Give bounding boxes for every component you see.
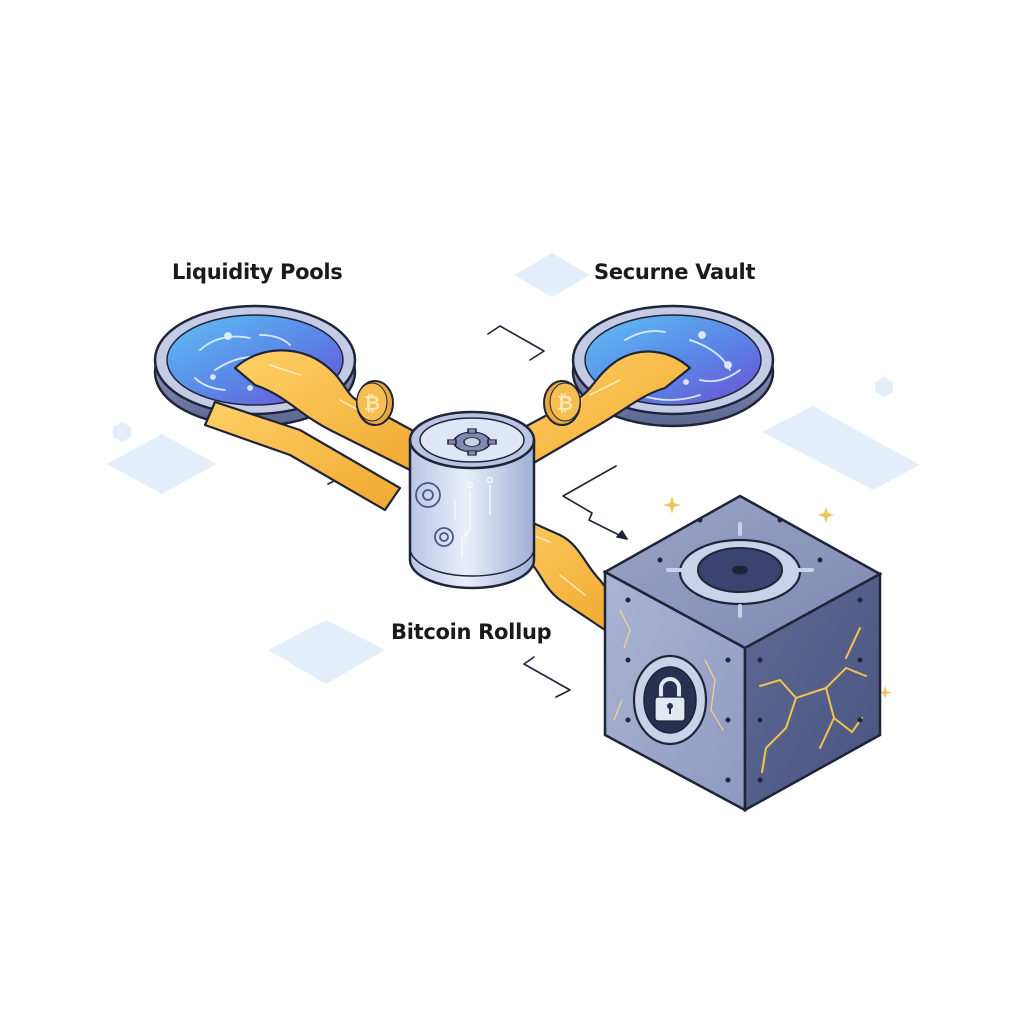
decor-hexagon	[113, 422, 131, 442]
arrow-to-vault	[562, 465, 628, 540]
gear-icon	[447, 428, 497, 456]
stream-left-feed	[203, 400, 402, 512]
gear-icon	[415, 482, 454, 547]
sparkle-icons	[663, 496, 892, 699]
label-liquidity-pools: Liquidity Pools	[172, 260, 343, 284]
decor-diamond	[268, 620, 385, 684]
padlock-icon	[632, 654, 708, 746]
gold-cracks	[759, 627, 867, 773]
bitcoin-icon: ₿	[557, 391, 573, 415]
connector-line	[487, 325, 545, 361]
stream-right-pool-to-rollup	[506, 350, 692, 470]
bitcoin-coin-left: ₿	[356, 380, 394, 426]
bitcoin-icon: ₿	[364, 391, 380, 415]
bitcoin-rollup-cylinder[interactable]	[408, 410, 536, 590]
sparkle-icon	[663, 496, 681, 514]
bitcoin-coin-right: ₿	[543, 380, 581, 426]
vault-hatch-icon	[666, 522, 814, 618]
circuit-traces	[454, 476, 494, 558]
decor-diamond	[514, 253, 590, 297]
arrow-head	[616, 530, 628, 540]
secure-vault-cube[interactable]	[602, 494, 883, 813]
decor-diamond	[107, 434, 217, 494]
stream-left-pool-to-rollup	[233, 349, 432, 472]
gold-cracks	[613, 609, 724, 731]
label-bitcoin-rollup: Bitcoin Rollup	[391, 620, 552, 644]
connector-line	[523, 656, 571, 698]
sparkle-icon	[818, 507, 834, 523]
label-secure-vault: Securne Vault	[594, 260, 756, 284]
water-swirl-lines	[624, 330, 741, 401]
decor-hexagon	[875, 377, 893, 397]
background-decor	[107, 253, 920, 684]
decor-rhombus	[762, 406, 920, 490]
rivets	[625, 517, 863, 783]
sparkle-icon	[878, 686, 892, 699]
liquidity-pool-left[interactable]	[153, 304, 357, 428]
